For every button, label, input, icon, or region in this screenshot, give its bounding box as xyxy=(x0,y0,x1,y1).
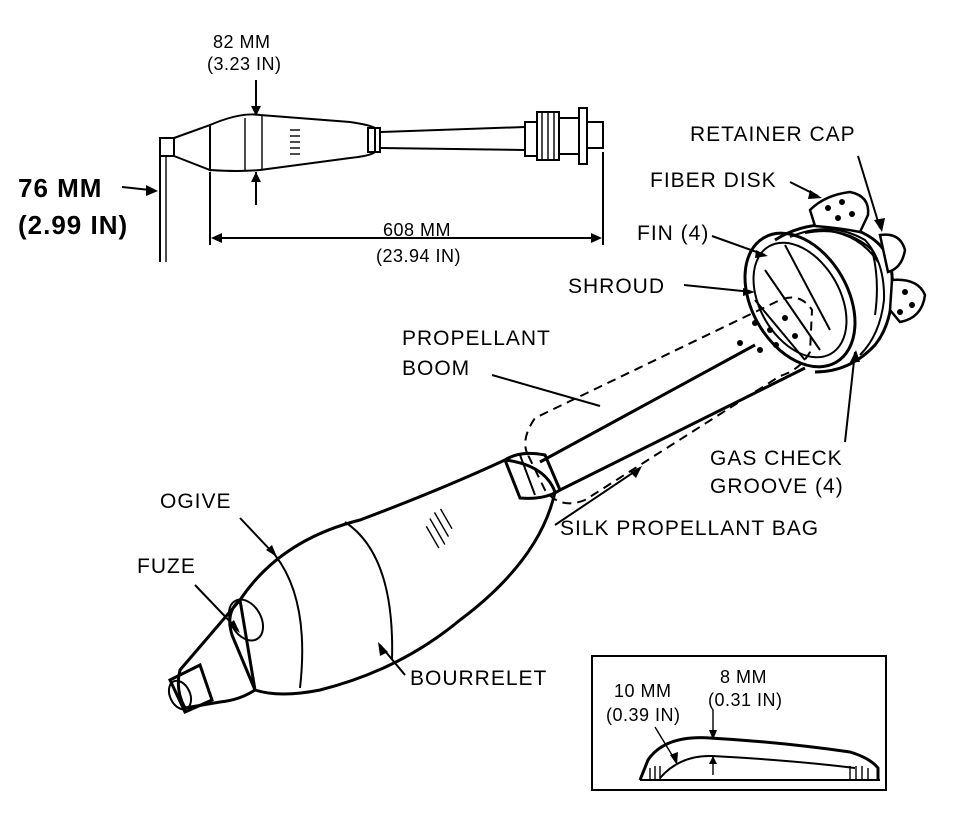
leader-lines xyxy=(194,155,885,676)
side-view-projectile xyxy=(159,107,604,172)
inset-dim-a-mm: 10 MM xyxy=(614,681,672,701)
dim-length-in: (23.94 IN) xyxy=(376,246,461,266)
label-fiber-disk: FIBER DISK xyxy=(650,169,777,192)
dimension-length: 608 MM (23.94 IN) xyxy=(209,152,604,266)
label-gas-check-line1: GAS CHECK xyxy=(710,447,843,470)
dim-diameter-in: (3.23 IN) xyxy=(207,54,282,74)
label-ogive: OGIVE xyxy=(160,490,232,513)
inset-dim-a-in: (0.39 IN) xyxy=(606,705,681,725)
label-fuze: FUZE xyxy=(137,555,196,578)
main-projectile xyxy=(167,190,927,714)
projectile-body xyxy=(238,458,557,696)
label-silk-bag: SILK PROPELLANT BAG xyxy=(560,517,819,540)
dim-fuze-mm: 76 MM xyxy=(18,173,102,203)
dimension-fuze: 76 MM (2.99 IN) xyxy=(18,156,167,262)
label-gas-check-line2: GROOVE (4) xyxy=(710,475,844,498)
part-labels: RETAINER CAP FIBER DISK FIN (4) SHROUD P… xyxy=(137,123,856,690)
label-bourrelet: BOURRELET xyxy=(410,667,547,690)
label-shroud: SHROUD xyxy=(568,275,665,298)
label-propellant-boom-line1: PROPELLANT xyxy=(402,327,551,350)
inset-dim-b-mm: 8 MM xyxy=(720,667,767,687)
inset-groove-detail: 10 MM (0.39 IN) 8 MM (0.31 IN) xyxy=(591,655,887,791)
dim-fuze-in: (2.99 IN) xyxy=(18,210,128,240)
inset-dim-b-in: (0.31 IN) xyxy=(708,690,783,710)
dim-length-mm: 608 MM xyxy=(383,220,451,240)
label-fin: FIN (4) xyxy=(637,222,709,245)
silk-bag-outline xyxy=(524,296,814,505)
label-retainer-cap: RETAINER CAP xyxy=(690,123,856,146)
dimension-diameter: 82 MM (3.23 IN) xyxy=(207,32,282,205)
label-propellant-boom-line2: BOOM xyxy=(402,357,470,380)
dim-diameter-mm: 82 MM xyxy=(213,32,271,52)
